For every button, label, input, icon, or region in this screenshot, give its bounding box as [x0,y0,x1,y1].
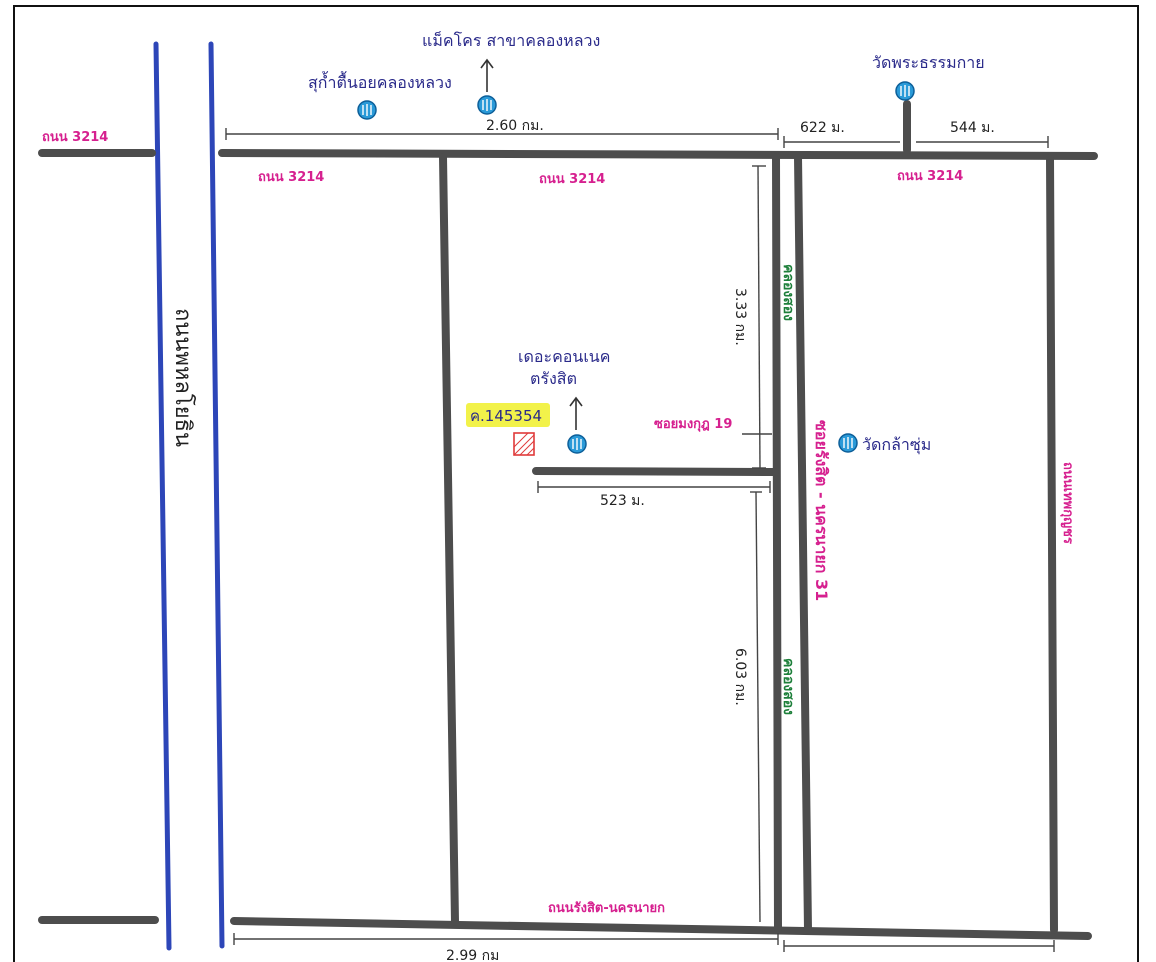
road-vertical-canal-side [794,153,812,934]
road-label-bottom: ถนนรังสิต-นครนายก [548,901,665,916]
dimension-vertical-lower [750,491,762,923]
highway-line-west [153,41,172,951]
plot-number: ค.145354 [470,407,542,425]
road-label-3214-east: ถนน 3214 [897,169,963,184]
landmark-circle-icon [838,433,858,453]
landmark-circle-icon [357,100,377,120]
distance-top-right-a: 622 ม. [800,120,845,136]
highway-line-east [208,41,225,949]
road-3214-top [218,149,1098,160]
arrow-up-icon [480,58,494,92]
road-label-3214-mid: ถนน 3214 [539,172,605,187]
soi-label: ซอยมงกุฎ 19 [654,417,732,432]
road-vertical-center [772,153,782,934]
road-label-east: ถนนเทพกุญชร [1060,462,1075,544]
landmark-circle-icon [567,434,587,454]
landmark-circle-icon [477,95,497,115]
place-label-wat-klong: วัดกล้าซุ่ม [862,435,931,455]
dimension-soi-length [537,481,771,493]
road-label-rangsit-31: ซอยรังสิต - นครนายก 31 [812,420,831,601]
map-frame [13,5,1139,962]
place-label-wat-dharma: วัดพระธรรมกาย [872,53,985,72]
arrow-up-icon [569,396,583,430]
soi-road [532,467,779,476]
canal-label-upper: คลองสอง [780,264,796,321]
place-label-post-office: สุก้ำตื้นอยคลองหลวง [308,71,452,93]
landmark-circle-icon [895,81,915,101]
place-label-condo-line1: เดอะคอนเนค [518,347,610,366]
place-label-north-market: แม็คโคร สาขาคลองหลวง [422,30,600,50]
distance-top-right-b: 544 ม. [950,120,995,136]
highway-label: ถนนพหลโยธิน [170,308,196,447]
dimension-top-right-a [783,136,900,148]
road-label-3214-left: ถนน 3214 [258,170,324,185]
dimension-bottom-span [233,933,1055,952]
distance-vertical-upper: 3.33 กม. [732,288,748,346]
distance-vertical-lower: 6.03 กม. [732,648,748,706]
canal-label-lower: คลองสอง [780,658,796,715]
road-label-3214-west: ถนน 3214 [42,130,108,145]
road-vertical-left [439,153,459,926]
distance-top-span: 2.60 กม. [486,118,544,134]
distance-soi-length: 523 ม. [600,493,645,509]
road-vertical-east [1046,154,1058,934]
plot-label-highlight [466,403,550,427]
road-bottom [230,917,1092,940]
distance-bottom-span: 2.99 กม [446,948,499,962]
dimension-top-right-b [916,136,1049,148]
dimension-top-span [225,128,779,140]
dimension-vertical-upper [752,165,766,469]
place-label-condo-line2: ตรังสิต [530,369,577,388]
hatched-square-icon [513,432,535,456]
